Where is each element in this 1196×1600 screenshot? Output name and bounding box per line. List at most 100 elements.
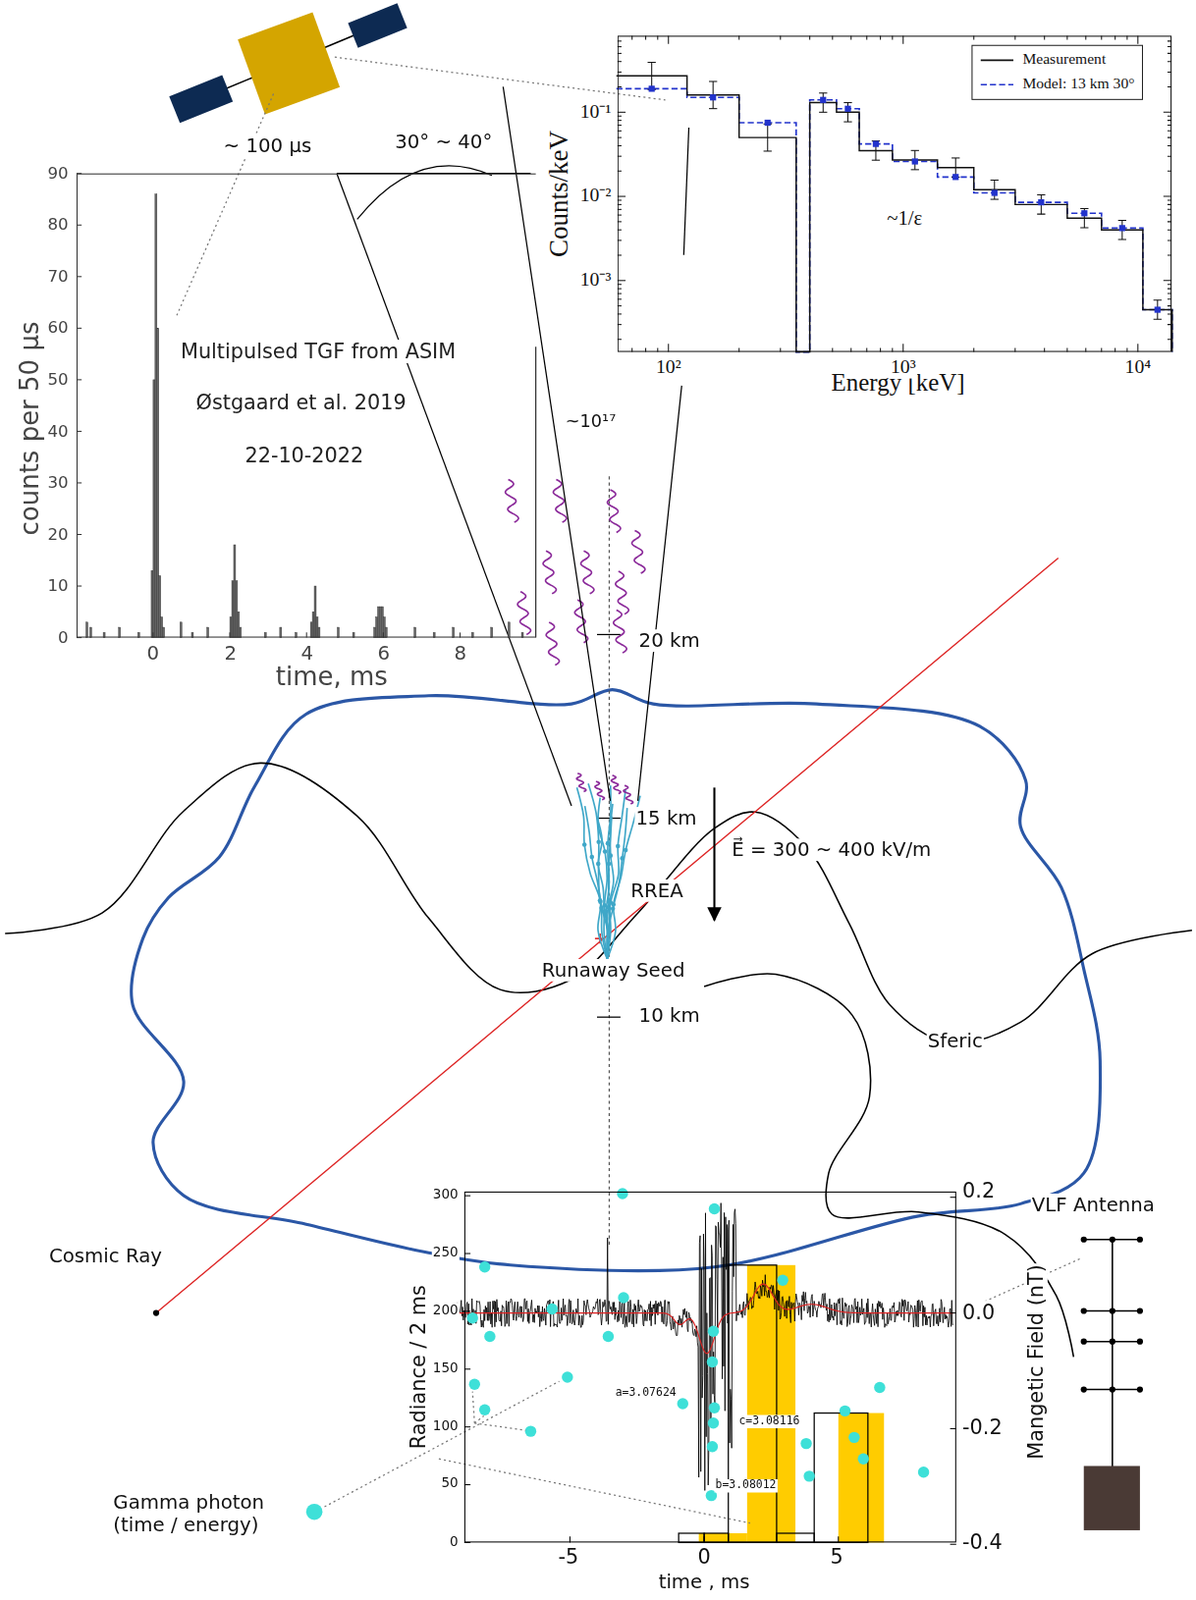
axis-tick	[1163, 279, 1172, 281]
antenna-node	[1137, 1339, 1143, 1346]
annotation-label: ~10¹⁷	[564, 412, 618, 433]
gamma-wave	[615, 571, 629, 615]
annotation-label: 20 km	[638, 629, 702, 653]
error-cap	[1153, 299, 1162, 301]
axis-tick	[1137, 343, 1139, 352]
annotation-label: 15 km	[634, 807, 698, 830]
legend-text: Model: 13 km 30°	[1021, 75, 1136, 94]
error-cap	[1080, 227, 1088, 229]
histogram-bar	[151, 570, 154, 638]
annotation-label: E⃗ = 300 ~ 400 kV/m	[730, 838, 932, 862]
rrea-streamer	[605, 815, 612, 960]
gamma-wave	[623, 785, 634, 805]
error-cap	[1153, 319, 1162, 321]
gamma-wave	[580, 550, 594, 595]
legend-sample	[978, 54, 1016, 65]
cone-line	[336, 173, 572, 807]
annotation-label: VLF Antenna	[1031, 1194, 1156, 1217]
rrea-streamer	[588, 783, 608, 960]
annotation-label: 0.2	[961, 1179, 996, 1203]
satellite-body	[237, 11, 340, 114]
annotation-label: 0	[146, 643, 162, 666]
model-point	[649, 85, 655, 92]
model-point	[991, 189, 998, 196]
axis-tick	[902, 343, 904, 352]
rrea-dot	[596, 862, 601, 868]
gamma-photon-dot	[706, 1441, 718, 1453]
annotation-label: 0	[448, 1534, 460, 1551]
leader-line	[334, 56, 666, 101]
histogram-bar	[414, 627, 417, 639]
gamma-photon-dot	[466, 1312, 478, 1324]
leader-line	[472, 1392, 475, 1424]
gamma-photon-dot	[546, 1304, 558, 1315]
histogram-bar	[452, 627, 455, 639]
annotation-label: 10⁻¹	[579, 100, 613, 123]
receiver-box	[1084, 1466, 1141, 1530]
annotation-label: 10	[46, 576, 69, 596]
axis-tick	[1163, 196, 1172, 198]
annotation-label: Runaway Seed	[541, 959, 687, 982]
efield-arrow	[712, 787, 715, 921]
annotation-label: 300	[432, 1188, 460, 1204]
antenna-node	[1137, 1307, 1143, 1314]
histogram-bar	[179, 622, 182, 639]
magnetic-smooth	[457, 1284, 954, 1355]
rrea-dot	[615, 844, 621, 850]
error-cap	[1036, 194, 1045, 196]
error-cap	[763, 150, 772, 152]
histogram-bar	[507, 622, 510, 639]
annotation-label: 20	[46, 525, 69, 544]
model-point	[952, 173, 959, 180]
leader-line	[474, 1416, 484, 1424]
antenna-node	[1137, 1237, 1143, 1244]
radiance-bar	[838, 1413, 884, 1544]
histogram-bar	[161, 617, 164, 639]
radiance-bar	[699, 1533, 748, 1543]
annotation-label: 10⁻³	[579, 268, 613, 291]
cosmic-ray-origin	[153, 1309, 160, 1316]
error-cap	[818, 111, 827, 113]
legend-text: Measurement	[1021, 51, 1107, 69]
rrea-streamer	[606, 789, 626, 960]
panel-text: ~1/ε	[885, 206, 924, 230]
annotation-label: 2	[223, 643, 239, 666]
panel-text: c=3.08116	[737, 1415, 801, 1429]
annotation-label: ~ 100 μs	[222, 134, 314, 158]
annotation-label: 5	[829, 1546, 845, 1571]
gamma-photon-dot	[848, 1432, 860, 1444]
altitude-tick	[597, 634, 621, 636]
gamma-wave	[505, 479, 519, 523]
histogram-bar	[118, 627, 121, 639]
error-cap	[1080, 208, 1088, 210]
error-bar	[766, 123, 768, 152]
rrea-streamer	[598, 798, 608, 960]
antenna-node	[1081, 1339, 1088, 1346]
cloud-outline	[131, 690, 1101, 1272]
radiance-outline	[814, 1413, 869, 1544]
radiance-outline	[678, 1533, 705, 1543]
gamma-photon-dot	[479, 1261, 490, 1273]
panel-text: Multipulsed TGF from ASIM	[179, 339, 457, 364]
gamma-wave	[517, 592, 531, 636]
histogram-bar	[159, 576, 162, 639]
histogram-bar	[380, 606, 383, 639]
leader-line	[175, 94, 274, 320]
antenna-node	[1081, 1386, 1088, 1393]
axis-tick	[1163, 111, 1172, 113]
gamma-photon-dot	[873, 1382, 885, 1394]
gamma-wave	[545, 622, 559, 666]
rrea-dot	[610, 902, 616, 908]
annotation-label: time , ms	[657, 1572, 752, 1595]
legend-sample	[978, 79, 1016, 90]
histogram-bar	[318, 627, 321, 639]
axis-tick	[617, 196, 626, 198]
model-point	[1154, 306, 1161, 313]
axis-title: Counts/keV	[543, 129, 575, 259]
error-cap	[708, 80, 717, 82]
gamma-photon-dot	[602, 1331, 614, 1343]
histogram-bar	[379, 606, 381, 639]
gamma-photon-dot	[707, 1417, 719, 1429]
rrea-dot	[590, 855, 596, 861]
gamma-wave	[607, 489, 621, 534]
